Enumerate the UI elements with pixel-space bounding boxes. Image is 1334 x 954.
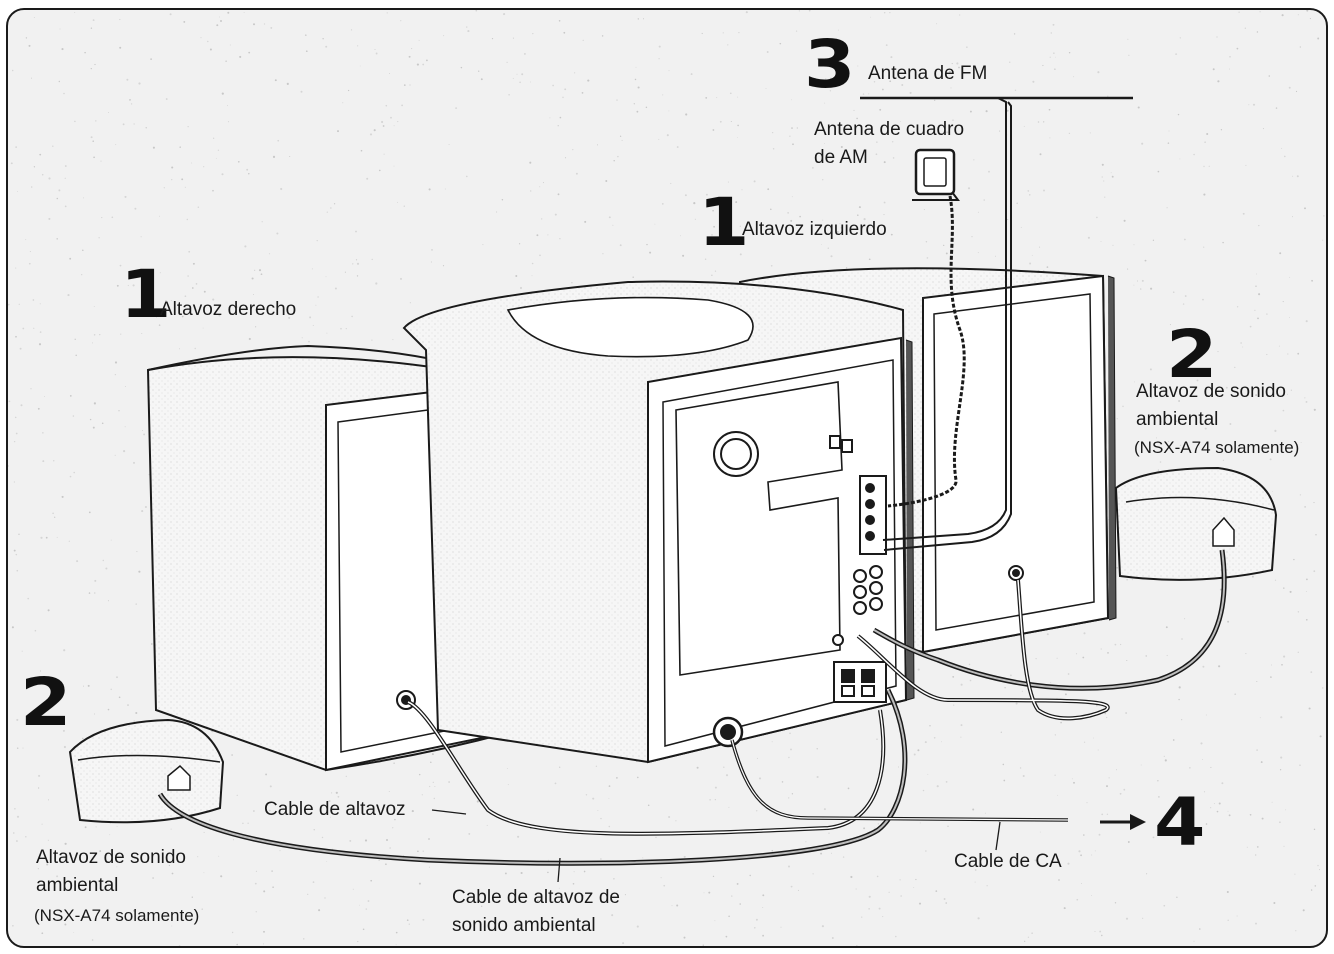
- leader-lines: [431, 809, 1001, 883]
- label-surround-right-line1: Altavoz de sonido: [1136, 381, 1286, 402]
- label-am-antenna-line1: Antena de cuadro: [814, 119, 965, 140]
- surround-speaker-cable-right: [856, 549, 1227, 721]
- callout-number-right-speaker: 1: [120, 256, 172, 333]
- right-arrow-icon: [1130, 814, 1146, 830]
- surround-speaker-left: [68, 718, 225, 824]
- fm-antenna: [860, 96, 1133, 551]
- surround-speaker-right: [1114, 466, 1278, 581]
- ac-cord: [730, 739, 1130, 824]
- am-loop-antenna: [887, 148, 966, 508]
- callout-number-surround-right: 2: [1166, 316, 1218, 393]
- diagram-frame: 1 1 2 2 3 4 Altavoz derecho Altavoz izqu…: [6, 8, 1328, 948]
- label-surround-right-line2: ambiental: [1136, 409, 1219, 430]
- label-speaker-cable: Cable de altavoz: [264, 799, 406, 820]
- label-am-antenna-line2: de AM: [814, 147, 868, 168]
- main-unit: [402, 280, 915, 764]
- label-surround-cable-line1: Cable de altavoz de: [452, 887, 620, 908]
- surround-speaker-cable-left: [157, 688, 908, 866]
- label-surround-left-line2: ambiental: [36, 875, 119, 896]
- label-surround-right-note: (NSX-A74 solamente): [1134, 438, 1300, 457]
- label-right-speaker: Altavoz derecho: [160, 299, 297, 320]
- label-surround-left-note: (NSX-A74 solamente): [34, 906, 200, 925]
- label-surround-left-line1: Altavoz de sonido: [36, 847, 186, 868]
- connection-illustration: [68, 96, 1278, 883]
- callout-number-ac-cord: 4: [1154, 784, 1206, 861]
- label-surround-cable-line2: sonido ambiental: [452, 915, 596, 936]
- label-fm-antenna: Antena de FM: [868, 63, 988, 84]
- callout-number-surround-left: 2: [20, 664, 72, 741]
- label-ac-cord: Cable de CA: [954, 851, 1062, 872]
- callout-number-left-speaker: 1: [698, 184, 750, 261]
- callout-number-fm-antenna: 3: [804, 26, 856, 103]
- speaker-cable: [407, 700, 886, 836]
- label-left-speaker: Altavoz izquierdo: [742, 219, 887, 240]
